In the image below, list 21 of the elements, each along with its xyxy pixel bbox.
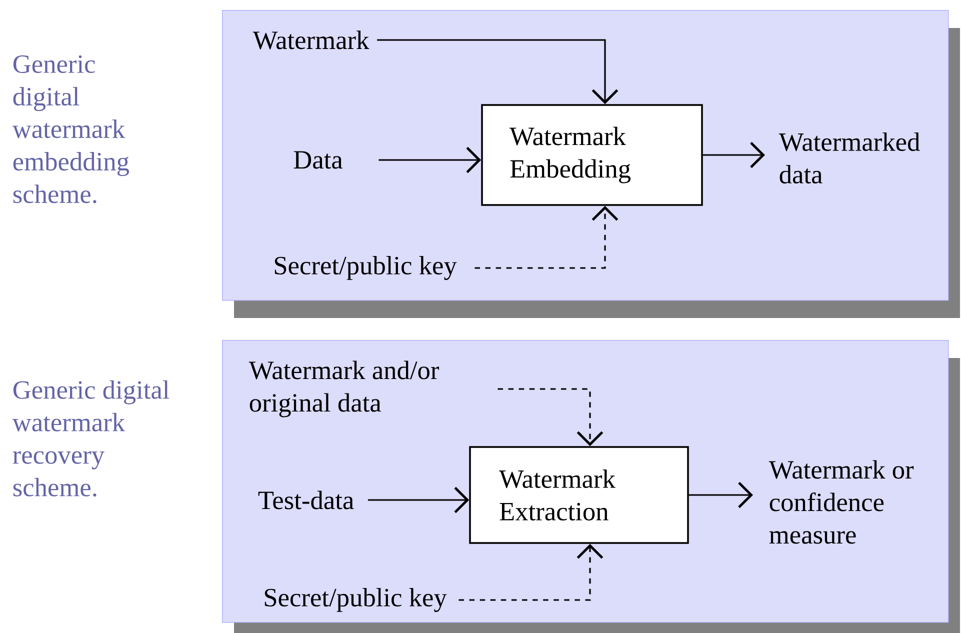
panel bbox=[222, 340, 960, 633]
arrow bbox=[474, 206, 618, 269]
text-label: Watermark or confidence measure bbox=[768, 460, 914, 544]
text-label: Data bbox=[294, 151, 343, 169]
node-label: Generic digital watermark embedding scheme. bbox=[12, 55, 129, 204]
text-label: Secret/public key bbox=[274, 256, 457, 280]
process-box: Watermark Embedding bbox=[481, 104, 703, 206]
arrow bbox=[368, 486, 470, 514]
process-box: Watermark Extraction bbox=[469, 446, 689, 544]
arrow bbox=[377, 39, 618, 104]
arrow bbox=[702, 142, 765, 168]
arrow bbox=[498, 388, 604, 446]
text-label: Watermarked data bbox=[778, 132, 920, 184]
node-label: Generic digital watermark recovery scheme. bbox=[12, 380, 170, 497]
text-label: Watermark and/or original data bbox=[248, 360, 439, 418]
arrow bbox=[458, 544, 604, 601]
text-label: Secret/public key bbox=[264, 588, 447, 612]
text-label: Test-data bbox=[258, 490, 354, 510]
text-label: Watermark bbox=[252, 30, 370, 50]
arrow bbox=[688, 482, 754, 508]
arrow bbox=[378, 146, 482, 174]
